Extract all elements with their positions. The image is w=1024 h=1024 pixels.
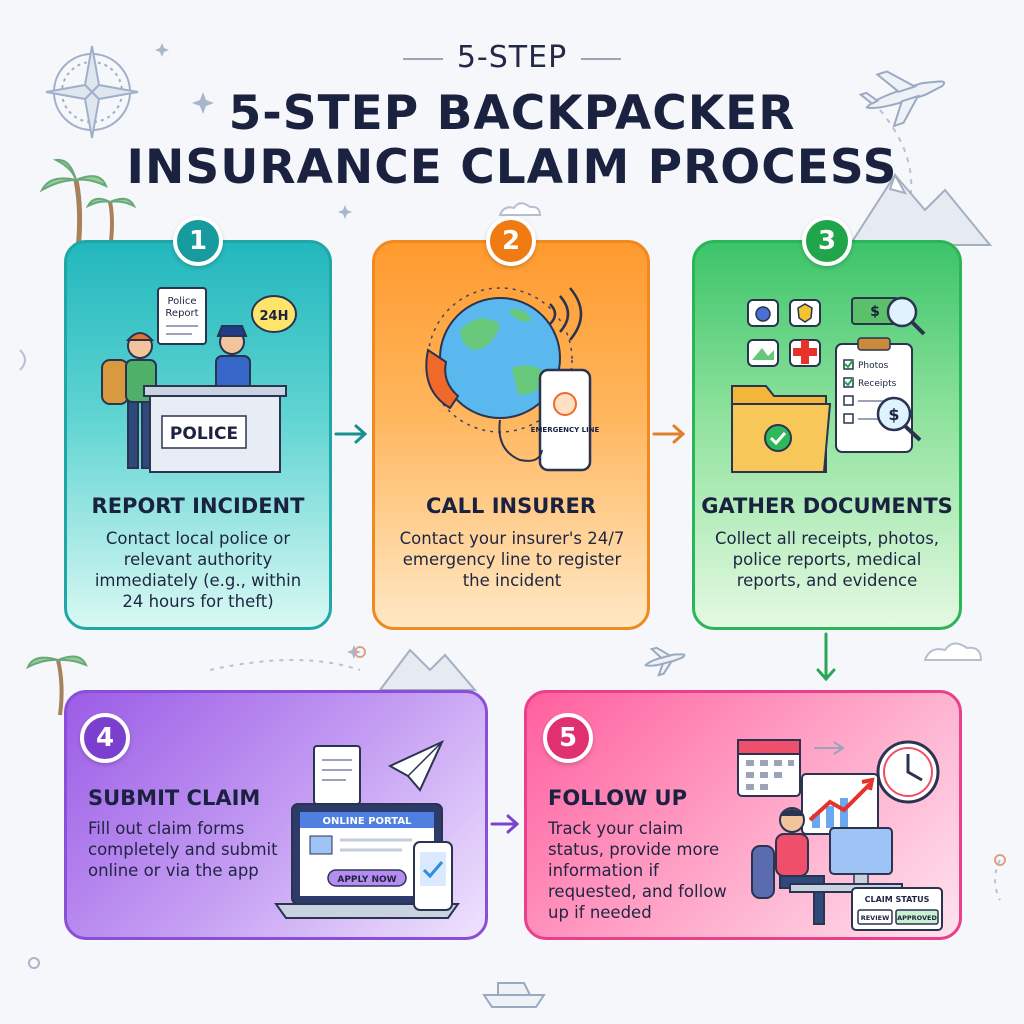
step-description: Contact your insurer's 24/7 emergency li… <box>399 529 625 590</box>
status-approved: APPROVED <box>897 914 937 922</box>
step-title: CALL INSURER <box>426 494 596 518</box>
arrow-right-icon <box>652 424 686 444</box>
document-icon <box>313 745 361 805</box>
compass-icon <box>45 45 139 139</box>
police-report-illustration: Police Report 24H POLICE <box>101 287 297 473</box>
smartphone-icon <box>538 368 592 472</box>
magnifier-icon <box>886 296 918 328</box>
palm-tree-icon <box>26 655 88 716</box>
checklist-item-receipts: Receipts <box>858 379 897 389</box>
step-number-badge: 3 <box>802 216 852 266</box>
airplane-icon <box>643 646 686 677</box>
step-title: SUBMIT CLAIM <box>88 786 261 810</box>
header-kicker: 5-STEP <box>0 40 1024 75</box>
documents-illustration: $ Photos Receipts $ <box>731 296 926 473</box>
step-description: Contact local police or relevant authori… <box>94 529 302 611</box>
svg-text:$: $ <box>870 304 880 320</box>
online-portal-illustration: ONLINE PORTAL APPLY NOW <box>274 739 460 919</box>
step-title: GATHER DOCUMENTS <box>701 494 953 518</box>
emergency-line-label: EMERGENCY LINE <box>531 426 600 434</box>
signal-waves-icon <box>549 287 583 341</box>
step-title: FOLLOW UP <box>548 786 687 810</box>
claim-status-illustration: CLAIM STATUS REVIEW APPROVED <box>737 739 943 931</box>
kicker-divider <box>581 57 622 60</box>
boat-icon <box>482 982 546 1008</box>
status-review: REVIEW <box>861 914 890 922</box>
airplane-icon <box>858 70 946 128</box>
office-chair-icon <box>751 845 775 899</box>
arrow-right-icon <box>334 424 368 444</box>
police-desk-sign: POLICE <box>170 424 238 444</box>
globe-phone-illustration: EMERGENCY LINE <box>425 287 600 472</box>
monitor-icon <box>829 827 893 875</box>
24h-bubble-text: 24H <box>260 309 289 324</box>
kicker-text: 5-STEP <box>456 40 568 75</box>
police-report-paper-line-2: Report <box>165 308 198 319</box>
claim-status-label: CLAIM STATUS <box>865 895 930 904</box>
mountains-icon <box>848 172 993 246</box>
page-title-line-1: 5-STEP BACKPACKER <box>228 86 796 141</box>
step-description: Collect all receipts, photos, police rep… <box>714 529 940 590</box>
kicker-divider <box>402 57 443 60</box>
page-title-line-2: INSURANCE CLAIM PROCESS <box>126 140 898 195</box>
phone-handset-icon <box>425 348 460 410</box>
apply-now-label: APPLY NOW <box>337 875 396 885</box>
step-description: Fill out claim forms completely and subm… <box>88 819 278 880</box>
arrow-down-icon <box>816 632 836 682</box>
step-description: Track your claim status, provide more in… <box>548 819 727 922</box>
step-title: REPORT INCIDENT <box>91 494 305 518</box>
apply-now-button <box>327 869 407 887</box>
police-report-paper-line-1: Police <box>168 296 197 307</box>
svg-text:$: $ <box>888 405 899 424</box>
step-number-badge: 4 <box>80 713 130 763</box>
step-number-badge: 2 <box>486 216 536 266</box>
checklist-item-photos: Photos <box>858 361 889 371</box>
online-portal-label: ONLINE PORTAL <box>323 816 413 827</box>
step-number-badge: 1 <box>173 216 223 266</box>
step-number-badge: 5 <box>543 713 593 763</box>
arrow-right-icon <box>490 814 520 834</box>
